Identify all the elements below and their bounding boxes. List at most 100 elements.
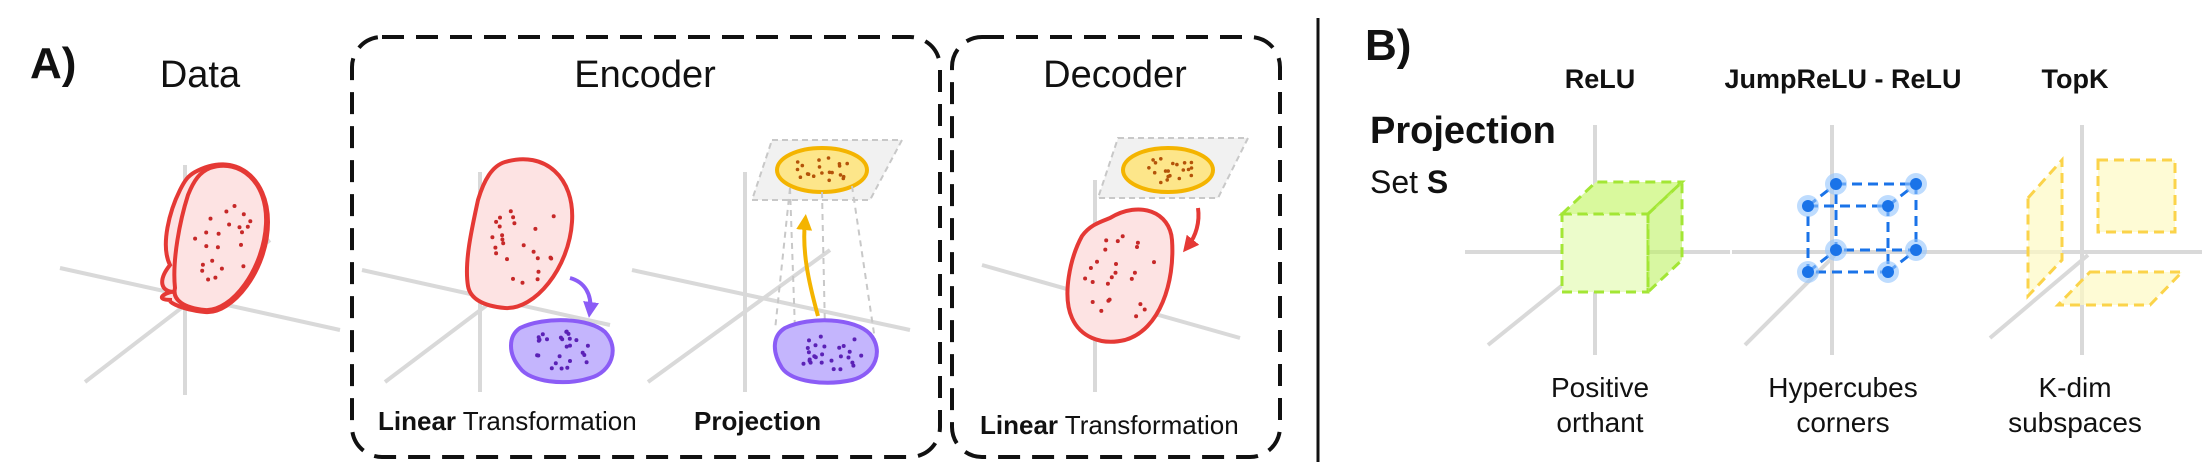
decoder-box [950,35,1282,459]
scatter-dot [1105,281,1110,286]
scatter-dot [1177,176,1182,181]
scatter-dot [827,178,831,183]
corner-point [1882,266,1894,278]
scatter-dot [204,230,209,235]
scatter-dot [1189,160,1194,165]
scatter-dot [241,212,246,217]
activation-title-jumprelu: JumpReLU - ReLU [1724,64,1962,94]
scatter-dot [846,355,851,360]
scatter-dot [859,353,864,358]
scatter-dot [564,344,569,349]
scatter-dot [239,242,243,247]
scatter-dot [1189,173,1194,178]
scatter-dot [818,334,823,339]
encoder-latent-points [535,329,590,371]
activation-title-topk: TopK [2041,64,2109,94]
scatter-dot [540,332,545,337]
scatter-dot [837,164,842,168]
scatter-dot [520,280,525,285]
scatter-dot [545,337,549,342]
scatter-dot [1090,300,1095,304]
scatter-dot [531,249,536,254]
scatter-dot [1115,239,1120,244]
caption-relu-line2: orthant [1556,407,1644,438]
scatter-dot [838,173,843,177]
scatter-dot [1114,262,1118,266]
encoder-heading: Encoder [574,54,716,96]
scatter-dot [827,170,832,175]
scatter-dot [535,277,540,282]
scatter-dot [812,354,817,359]
projection-set-label: Set S [1370,166,1448,198]
scatter-dot [1113,270,1118,275]
scatter-dot [232,204,237,208]
decoder-output-blob [1065,207,1175,344]
corner-point [1802,266,1814,278]
scatter-dot [224,209,229,214]
scatter-dot [845,161,849,166]
scatter-dot [1088,266,1093,270]
scatter-dot [553,361,558,366]
linear-transform-arrow [569,276,599,318]
scatter-dot [493,245,498,250]
projected-points [795,156,849,183]
scatter-dot [826,156,831,160]
scatter-dot [213,275,218,280]
positive-orthant-cube [1558,178,1686,296]
scatter-dot [850,360,855,365]
scatter-dot [1181,168,1186,172]
scatter-dot [1186,167,1191,172]
activation-title-relu: ReLU [1564,64,1636,94]
scatter-dot [490,235,495,240]
activation-caption-jumprelu: Hypercubes corners [1713,370,1973,440]
data-heading: Data [159,54,241,96]
scatter-dot [1159,157,1163,161]
scatter-dot [829,358,834,363]
scatter-dot [559,366,564,371]
scatter-dot [807,338,811,343]
scatter-dot [505,257,509,262]
scatter-dot [807,357,812,362]
decoder-caption-bold: Linear [980,410,1059,440]
scatter-dot [564,329,569,334]
corner-point [1802,200,1814,212]
k-dim-subspaces [2026,156,2186,307]
scatter-dot [1152,170,1157,175]
scatter-dot [1095,259,1099,264]
scatter-dot [820,171,824,175]
data-blob-outline [172,163,269,313]
scatter-dot [852,337,857,342]
scatter-dot [841,174,846,179]
scatter-dot [193,236,198,241]
decoder-heading: Decoder [1043,54,1187,96]
scatter-dot [1120,234,1125,239]
corner-point [1882,200,1894,212]
scatter-dot [568,343,572,348]
scatter-dot [549,366,554,371]
scatter-dot [1159,180,1163,185]
scatter-dot [837,345,842,350]
scatter-dot [795,160,800,164]
scatter-dot [219,266,224,271]
scatter-dot [817,158,821,162]
scatter-dot [1109,275,1114,280]
scatter-dot [838,367,843,372]
encoder-projection-caption: Projection [694,408,821,434]
scatter-dot [511,276,515,281]
corner-point [1910,178,1922,190]
scatter-dot [216,231,221,236]
scatter-dot [1129,276,1134,281]
scatter-dot [565,365,570,370]
encoder-input-points [490,209,556,285]
scatter-dot [1163,169,1168,173]
data-points [193,204,253,282]
scatter-dot [805,346,810,350]
axes-encoder-projection [631,172,911,392]
scatter-dot [1151,158,1155,162]
scatter-dot [1107,297,1112,302]
scatter-dot [811,174,816,178]
set-symbol: S [1426,164,1449,200]
scatter-dot [533,226,538,231]
scatter-dot [806,350,811,355]
scatter-dot [1189,166,1194,170]
